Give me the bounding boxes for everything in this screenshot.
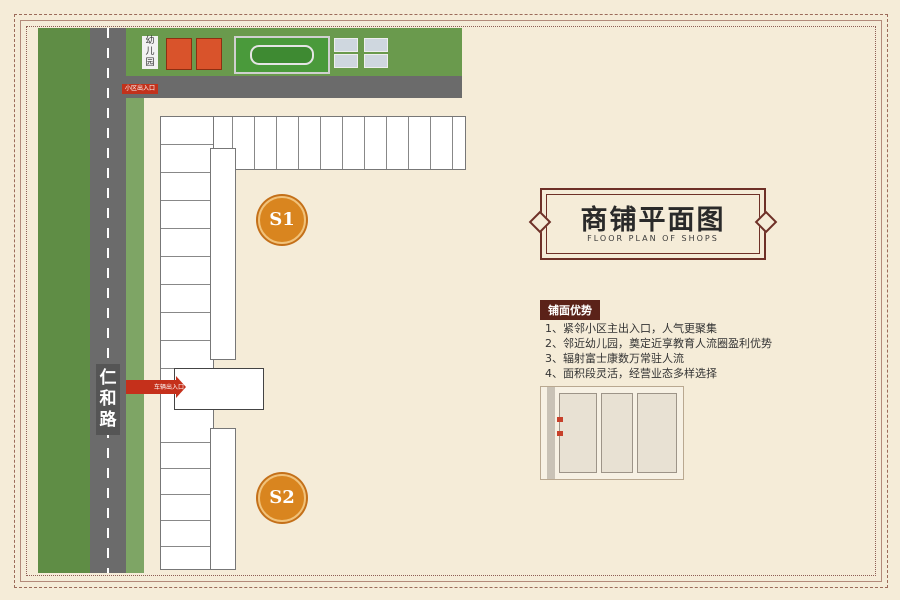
advantage-item: 3、辐射富士康数万常驻人流 (545, 352, 684, 365)
community-entrance-tag: 小区出入口 (122, 84, 159, 94)
running-track (250, 45, 314, 65)
mini-building (637, 393, 677, 473)
title-box: 商铺平面图 FLOOR PLAN OF SHOPS (540, 188, 766, 260)
shop-unit (299, 117, 321, 169)
road-label: 仁和路 (96, 364, 120, 435)
mini-building (601, 393, 633, 473)
advantage-item: 4、面积段灵活，经营业态多样选择 (545, 367, 717, 380)
sidewalk (126, 98, 144, 573)
shop-unit (431, 117, 453, 169)
kindergarten-label: 幼儿园 (142, 36, 158, 69)
shop-unit (161, 145, 213, 173)
shop-block-inner (210, 148, 236, 360)
top-road (126, 76, 462, 98)
advantages-heading: 铺面优势 (540, 300, 600, 320)
mini-highlight (557, 417, 563, 422)
page-title: 商铺平面图 (580, 205, 726, 236)
shop-unit (161, 495, 213, 521)
shop-unit (161, 229, 213, 257)
shop-unit (161, 417, 213, 443)
shop-unit (365, 117, 387, 169)
shop-unit (233, 117, 255, 169)
kindergarten-building (166, 38, 192, 70)
court (364, 54, 388, 68)
page-subtitle: FLOOR PLAN OF SHOPS (587, 234, 719, 243)
shop-unit (161, 469, 213, 495)
kindergarten-building (196, 38, 222, 70)
shop-unit (409, 117, 431, 169)
advantage-item: 2、邻近幼儿园，奠定近享教育人流圈盈利优势 (545, 337, 772, 350)
shop-unit (161, 201, 213, 229)
mini-building (559, 393, 597, 473)
road-centerline (107, 28, 109, 573)
shop-unit (211, 117, 233, 169)
shop-unit (161, 341, 213, 369)
sports-field (234, 36, 330, 74)
shop-unit (161, 521, 213, 547)
shop-unit (161, 257, 213, 285)
shop-unit (321, 117, 343, 169)
advantage-item: 1、紧邻小区主出入口，人气更聚集 (545, 322, 717, 335)
green-belt-left (38, 28, 90, 573)
mini-highlight (557, 431, 563, 436)
site-overview-mini-map (540, 386, 684, 480)
site-map: 仁和路 幼儿园 小区出入口 (38, 28, 466, 573)
dotted-frame (26, 26, 876, 576)
zone-s2-badge: S2 (258, 474, 306, 522)
shop-unit (255, 117, 277, 169)
court (364, 38, 388, 52)
mini-road (547, 387, 555, 479)
shop-unit (387, 117, 409, 169)
shop-unit (161, 285, 213, 313)
shop-block-inner (210, 428, 236, 570)
car-entrance-area (174, 368, 264, 410)
shop-unit (277, 117, 299, 169)
zone-s1-badge: S1 (258, 196, 306, 244)
court (334, 54, 358, 68)
shop-unit (161, 117, 213, 145)
car-entrance-label: 车辆出入口 (154, 384, 185, 391)
shop-unit (161, 313, 213, 341)
shop-unit (161, 173, 213, 201)
shops-left-column (160, 116, 214, 570)
outer-frame (14, 14, 888, 588)
shop-unit (343, 117, 365, 169)
shop-unit (161, 443, 213, 469)
inner-frame (20, 20, 882, 582)
court (334, 38, 358, 52)
car-entrance-arrow-icon (126, 376, 186, 398)
